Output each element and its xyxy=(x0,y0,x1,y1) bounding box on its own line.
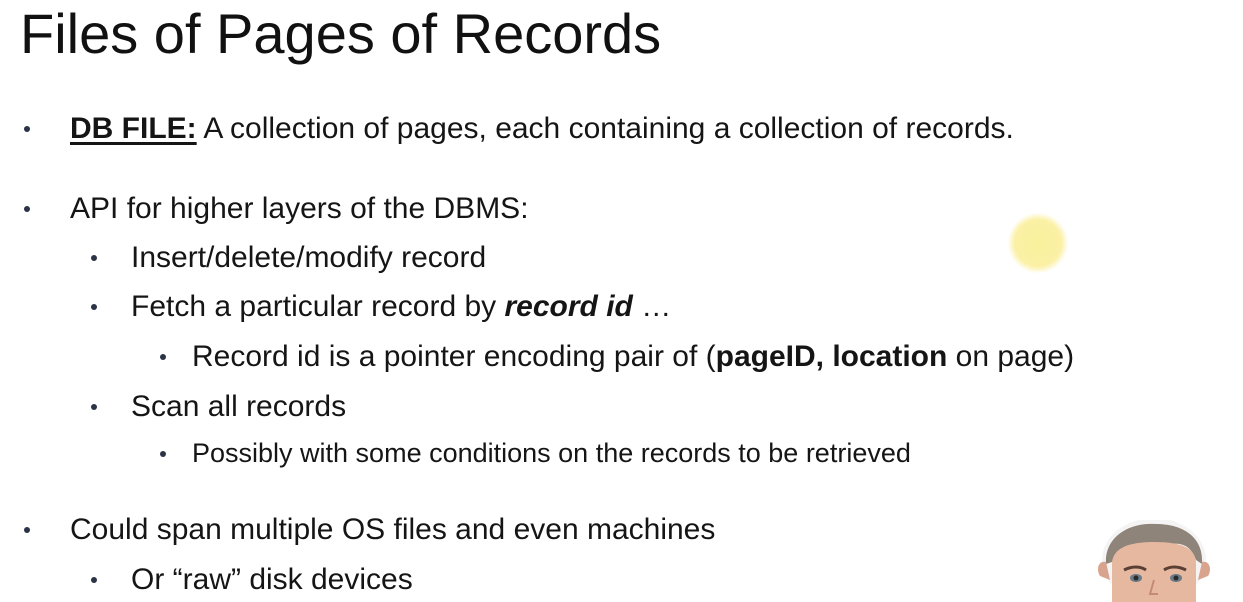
presenter-video-icon xyxy=(1092,520,1222,602)
bullet-dot-icon xyxy=(91,404,97,410)
bullet-record-id: Record id is a pointer encoding pair of … xyxy=(192,339,1074,375)
record-id-term: pageID, location xyxy=(715,340,948,373)
bullet-dot-icon xyxy=(24,206,30,212)
slide-title: Files of Pages of Records xyxy=(20,2,662,65)
bullet-dot-icon xyxy=(24,126,30,132)
bullet-dot-icon xyxy=(91,304,97,310)
record-id-prefix: Record id is a pointer encoding pair of … xyxy=(192,340,716,373)
record-id-suffix: on page) xyxy=(947,340,1075,373)
bullet-dot-icon xyxy=(91,255,97,261)
bullet-dot-icon xyxy=(24,527,30,533)
bullet-api-scan: Scan all records xyxy=(131,390,347,423)
db-file-text: A collection of pages, each containing a… xyxy=(196,112,1014,145)
bullet-dot-icon xyxy=(160,354,166,360)
fetch-suffix: … xyxy=(632,290,672,323)
bullet-dot-icon xyxy=(160,451,166,457)
fetch-term: record id xyxy=(504,290,633,323)
bullet-span-heading: Could span multiple OS files and even ma… xyxy=(70,513,716,546)
bullet-dot-icon xyxy=(91,577,97,583)
fetch-prefix: Fetch a particular record by xyxy=(131,290,505,323)
bullet-scan-note: Possibly with some conditions on the rec… xyxy=(192,438,911,468)
bullet-api-heading: API for higher layers of the DBMS: xyxy=(70,192,529,225)
db-file-term: DB FILE: xyxy=(70,112,197,145)
laser-pointer-icon xyxy=(1008,213,1068,273)
bullet-span-raw: Or “raw” disk devices xyxy=(131,563,413,596)
bullet-api-insert: Insert/delete/modify record xyxy=(131,241,487,274)
bullet-db-file: DB FILE: A collection of pages, each con… xyxy=(70,111,1014,147)
bullet-api-fetch: Fetch a particular record by record id … xyxy=(131,289,671,325)
